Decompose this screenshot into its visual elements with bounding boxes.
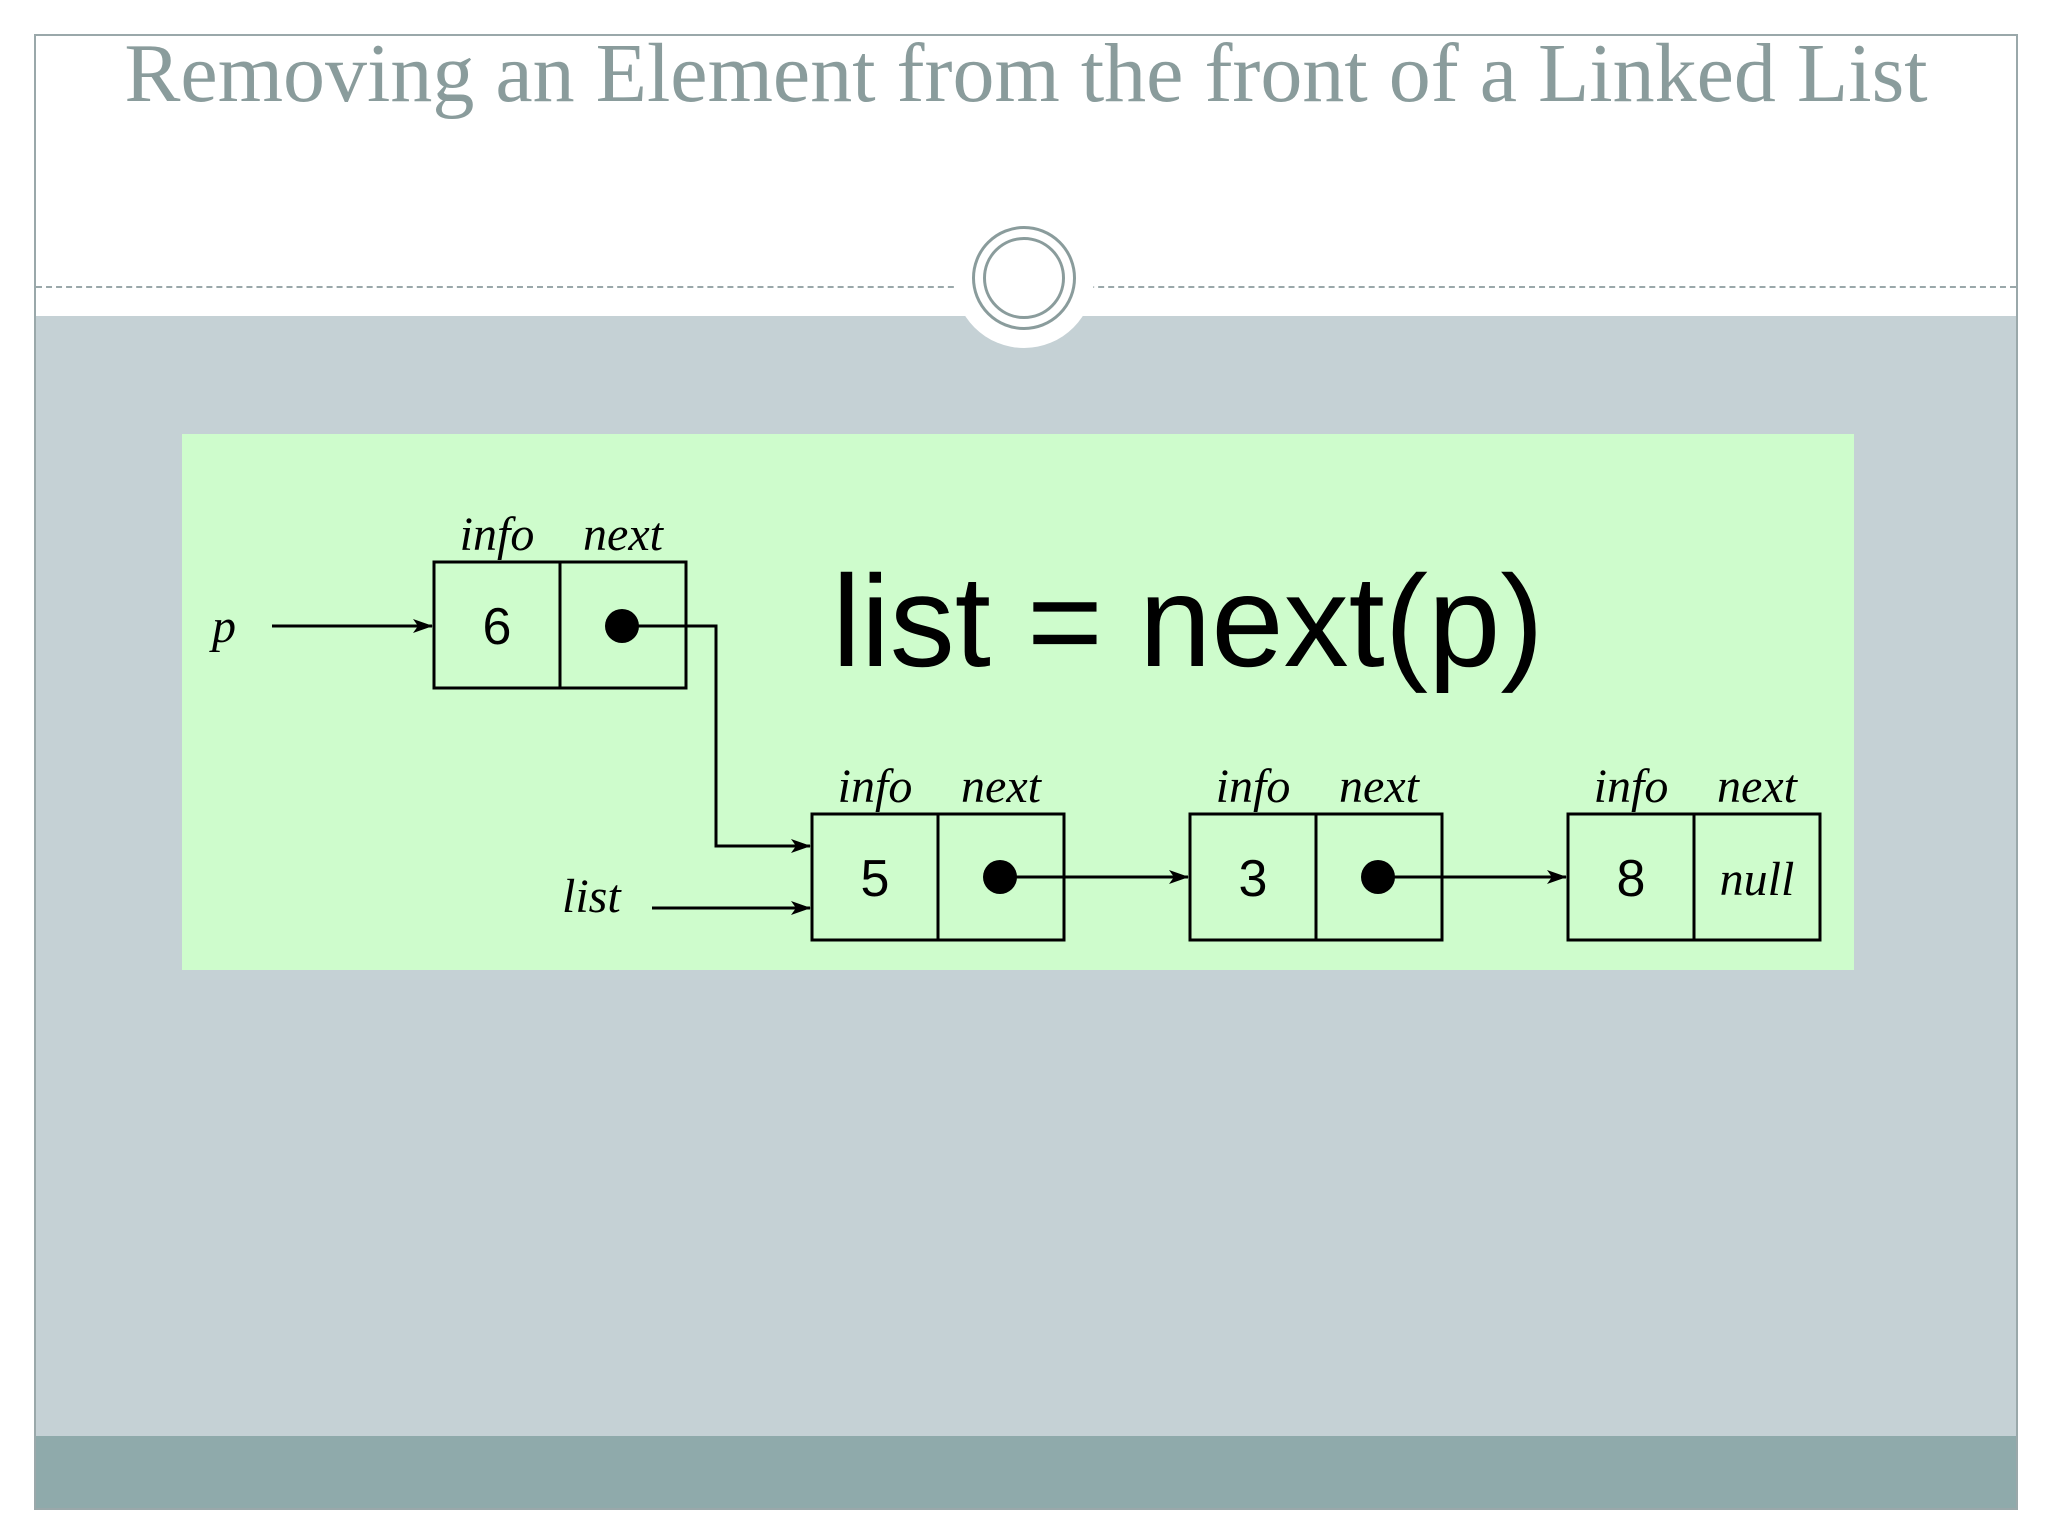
node-3-info-label: info	[1216, 760, 1291, 813]
node-3-next-label: next	[1339, 760, 1421, 813]
pointer-list-label: list	[562, 870, 622, 923]
node-8-info-value: 8	[1617, 850, 1646, 908]
statement-text: list = next(p)	[832, 548, 1544, 694]
circle-ornament-icon	[954, 208, 1094, 348]
node-5-next-label: next	[961, 760, 1043, 813]
node-6-info-label: info	[460, 508, 535, 561]
node-8-next-null: null	[1720, 853, 1795, 906]
slide-title: Removing an Element from the front of a …	[124, 34, 1928, 120]
node-8-info-label: info	[1594, 760, 1669, 813]
linked-list-svg: info next 6 info next 5 info next 3	[182, 434, 1854, 970]
node-6-info-value: 6	[483, 598, 512, 656]
link-6-to-5-arrow	[622, 624, 811, 853]
node-6-next-label: next	[583, 508, 665, 561]
node-8-next-label: next	[1717, 760, 1799, 813]
linked-list-diagram: info next 6 info next 5 info next 3	[182, 434, 1854, 970]
diagram-background	[182, 434, 1854, 970]
node-5-info-label: info	[838, 760, 913, 813]
pointer-p-label: p	[209, 600, 236, 653]
node-3-info-value: 3	[1239, 850, 1268, 908]
node-8: info next 8 null	[1566, 760, 1822, 942]
node-8-next-cell	[1692, 812, 1822, 942]
node-5-info-value: 5	[861, 850, 890, 908]
slide: Removing an Element from the front of a …	[34, 34, 2018, 1510]
bottom-bar	[36, 1436, 2016, 1508]
